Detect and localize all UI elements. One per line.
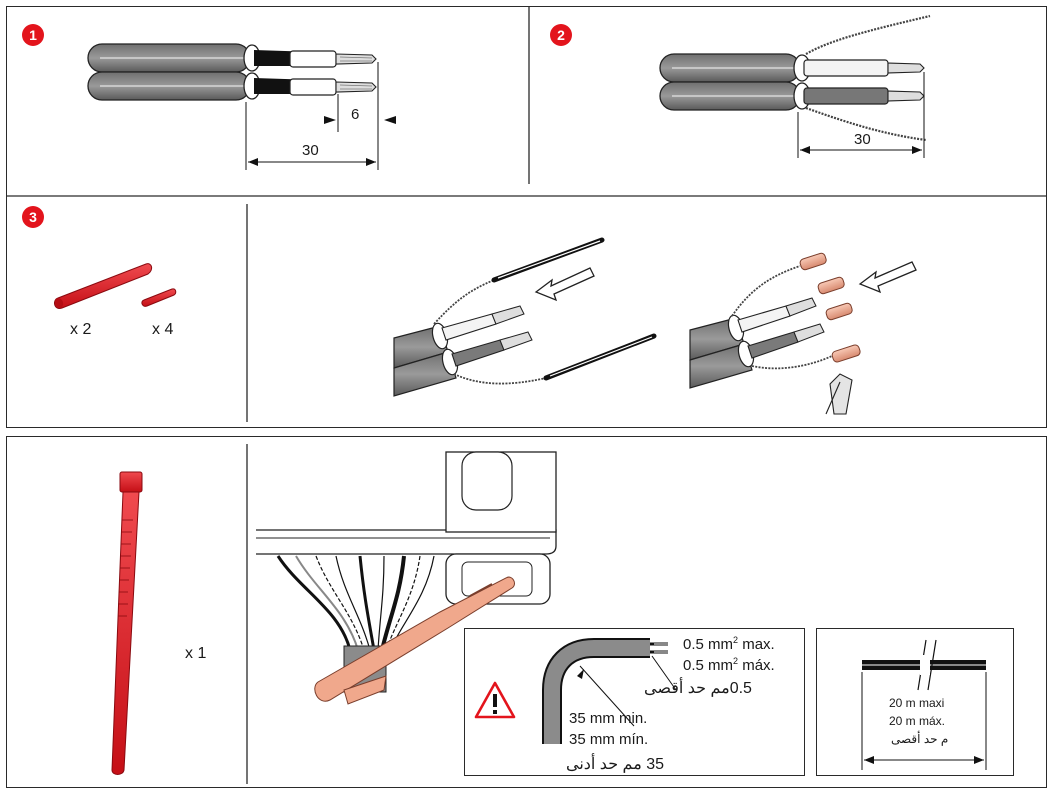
max-section-ar: 0.5مم حد أقصى [644, 680, 752, 697]
sheath-length-label-step1: 30 [302, 142, 319, 159]
strip-length-label: 6 [351, 106, 360, 123]
cable-tie-qty: x 1 [185, 645, 207, 662]
step1-cable-illustration [87, 43, 396, 170]
min-bend-en: 35 mm min. [569, 710, 648, 727]
cable-spec-box [464, 628, 805, 776]
sheath-length-label-step2: 30 [854, 131, 871, 148]
cable-tie-illustration [111, 471, 143, 775]
short-sleeve-illustration [141, 288, 177, 307]
long-sleeve-qty: x 2 [70, 321, 92, 338]
max-section-en: 0.5 mm2 max. [683, 635, 775, 654]
max-length-fr: 20 m maxi [889, 696, 945, 710]
step-1-badge: 1 [22, 24, 44, 46]
short-sleeve-qty: x 4 [152, 321, 174, 338]
installation-panel [6, 436, 1047, 788]
max-length-box [816, 628, 1014, 776]
heat-shrink-sleeves [54, 263, 177, 310]
step3-ferrule-cable [689, 252, 917, 415]
bend-radius-illustration [542, 638, 677, 744]
step-3-badge: 3 [22, 206, 44, 228]
warning-triangle-icon [474, 680, 516, 720]
step-2-badge: 2 [550, 24, 572, 46]
step3-sleeve-cable [393, 237, 657, 397]
min-bend-ar: 35 مم حد أدنى [566, 756, 664, 773]
long-sleeve-illustration [54, 263, 153, 310]
max-length-illustration [861, 639, 987, 770]
max-length-es: 20 m máx. [889, 714, 946, 728]
device-wiring-illustration [256, 451, 557, 705]
min-bend-es: 35 mm mín. [569, 731, 649, 748]
max-section-es: 0.5 mm2 máx. [683, 656, 775, 675]
step2-cable-illustration [659, 14, 931, 158]
max-length-ar: م حد أقصى [891, 732, 949, 746]
